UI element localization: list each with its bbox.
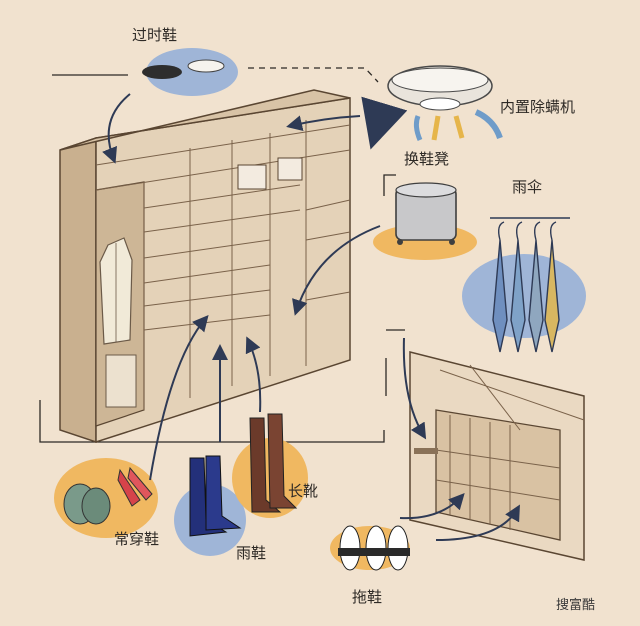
- frame-lines: [39, 67, 405, 443]
- slippers-icon: [338, 525, 410, 571]
- shoe-cabinet: [59, 89, 351, 444]
- label-outdated-shoes: 过时鞋: [132, 26, 178, 44]
- label-umbrella: 雨伞: [512, 178, 543, 196]
- long-boots-icon: [249, 413, 298, 513]
- outdated-shoes-icon: [142, 59, 225, 79]
- coat-icon: [99, 237, 133, 345]
- rain-boots-icon: [189, 455, 242, 537]
- mite-remover-icon: [361, 65, 503, 150]
- umbrella-icons: [490, 217, 570, 353]
- label-rain-boots: 雨鞋: [236, 544, 267, 562]
- watermark: 搜富酷: [556, 598, 596, 613]
- label-long-boots: 长靴: [288, 482, 319, 500]
- label-stool: 换鞋凳: [404, 150, 450, 168]
- arrows: [102, 93, 520, 541]
- label-slippers: 拖鞋: [352, 588, 383, 606]
- everyday-shoes-icon: [63, 466, 153, 525]
- outdated-shoes-blob: [146, 48, 238, 96]
- label-mite-remover: 内置除螨机: [500, 98, 576, 116]
- stool-icon: [395, 182, 457, 245]
- label-everyday-shoes: 常穿鞋: [114, 530, 160, 548]
